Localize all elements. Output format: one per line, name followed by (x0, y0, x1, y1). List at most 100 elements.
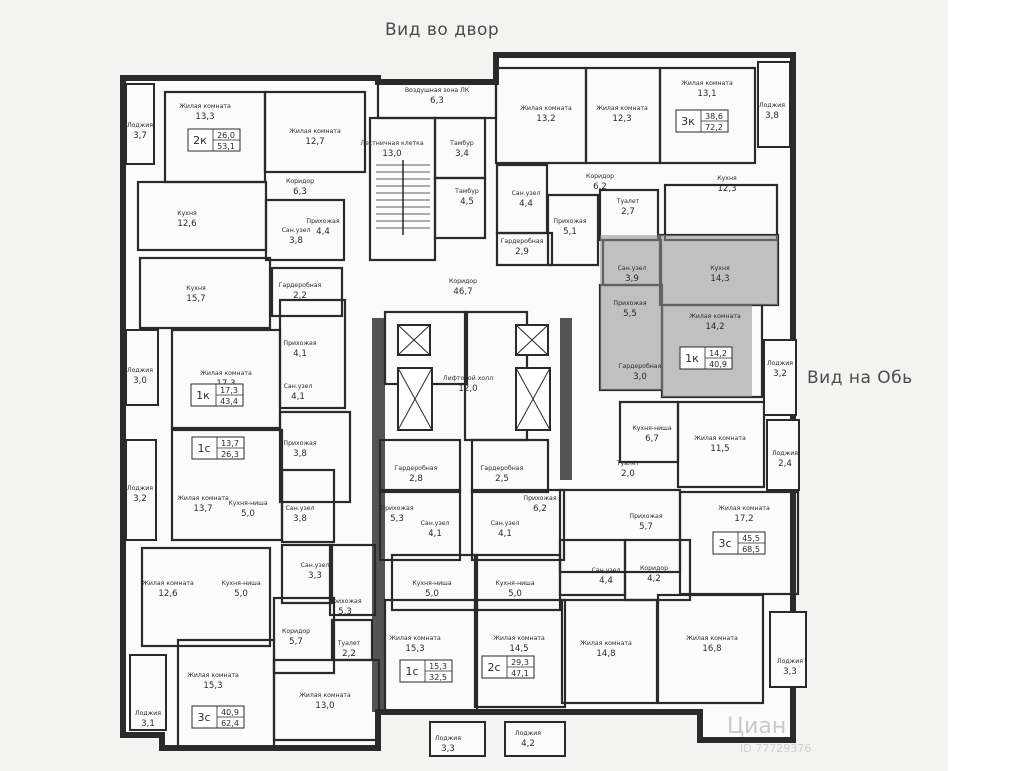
total-area: 32,5 (429, 673, 447, 682)
room-name: Лоджия (127, 122, 153, 129)
room-area: 5,0 (508, 589, 522, 599)
elevator-cross (397, 367, 433, 431)
room-name: Коридор (449, 278, 477, 285)
room-name: Прихожая (523, 495, 556, 502)
room-area: 5,3 (338, 607, 352, 617)
room-area: 3,0 (633, 372, 647, 382)
room-name: Сан.узел (491, 520, 520, 527)
room-name: Лоджия (127, 367, 153, 374)
room-name: Лоджия (515, 730, 541, 737)
room-area: 3,2 (773, 369, 787, 379)
room-name: Гардеробная (279, 281, 322, 289)
apartment-type: 1с (197, 442, 210, 455)
room-name: Туалет (616, 460, 640, 467)
elevator-cross (515, 367, 551, 431)
living-area: 17,3 (220, 386, 238, 395)
room-area: 2,2 (342, 649, 356, 659)
total-area: 53,1 (217, 142, 235, 151)
room-area: 15,3 (203, 681, 222, 691)
room-name: Жилая комната (493, 635, 545, 642)
room-name: Коридор (640, 565, 668, 572)
loggia-outline (125, 329, 159, 406)
living-area: 15,3 (429, 662, 447, 671)
room-name: Прихожая (283, 340, 316, 347)
room-partition (495, 231, 554, 267)
room-area: 3,8 (289, 236, 303, 246)
room-area: 2,9 (515, 247, 529, 257)
loggia-outline (504, 721, 566, 757)
room-area: 13,7 (193, 504, 212, 514)
total-area: 72,2 (705, 123, 723, 132)
room-area: 4,1 (428, 529, 442, 539)
room-name: Жилая комната (718, 505, 770, 512)
room-name: Сан.узел (301, 562, 330, 569)
room-area: 14,2 (705, 322, 724, 332)
room-area: 6,7 (645, 434, 659, 444)
room-area: 3,1 (141, 719, 155, 729)
room-area: 3,3 (308, 571, 322, 581)
room-area: 12,6 (177, 219, 196, 229)
living-area: 29,3 (511, 658, 529, 667)
room-label: Сан.узел 3,3 (301, 562, 330, 581)
room-area: 3,8 (765, 111, 779, 121)
room-area: 14,3 (710, 274, 729, 284)
room-name: Кухня (710, 265, 730, 272)
room-area: 14,5 (509, 644, 528, 654)
apartment-type: 1к (196, 389, 210, 402)
room-area: 17,2 (734, 514, 753, 524)
room-area: 15,7 (186, 294, 205, 304)
room-name: Лестничная клетка (360, 140, 424, 147)
room-area: 5,5 (623, 309, 637, 319)
living-area: 14,2 (709, 349, 727, 358)
loggia-outline (763, 339, 797, 416)
room-area: 12,6 (158, 589, 177, 599)
room-label: Жилая комната 14,5 (493, 635, 545, 654)
apartment-type: 2к (193, 134, 207, 147)
room-area: 2,2 (293, 291, 307, 301)
room-area: 12,3 (612, 114, 631, 124)
room-area: 5,3 (390, 514, 404, 524)
loggia-outline (429, 721, 486, 757)
room-area: 6,2 (533, 504, 547, 514)
room-area: 2,7 (621, 207, 635, 217)
room-area: 5,1 (563, 227, 577, 237)
apartment-type: 3с (197, 711, 210, 724)
